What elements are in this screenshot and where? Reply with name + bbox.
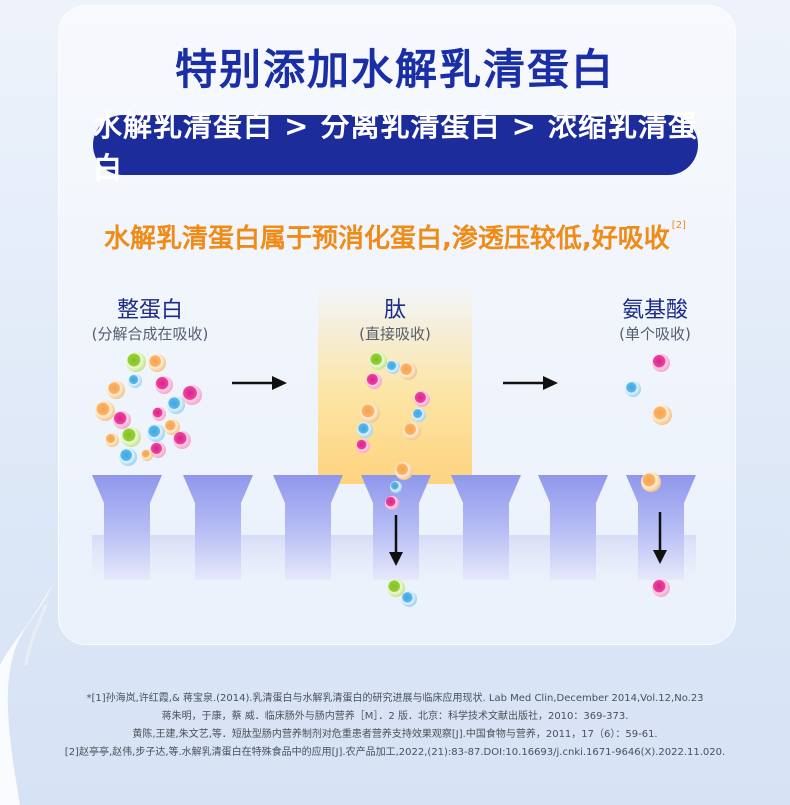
page-title: 特别添加水解乳清蛋白 [174,45,615,94]
absorption-subtitle: 水解乳清蛋白属于预消化蛋白,渗透压较低,好吸收[2] [0,218,790,255]
right-arrow-icon [503,376,558,390]
reference-line: 蒋朱明，于康，蔡 威．临床肠外与肠内营养［M］．2 版．北京：科学技术文献出版社… [161,711,629,722]
reference-line: *[1]孙海岚,许红霞,& 蒋宝泉.(2014).乳清蛋白与水解乳清蛋白的研究进… [86,693,704,704]
milk-splash-decoration [0,585,52,805]
column-sub-whole-protein: (分解合成在吸收) [91,325,209,343]
references-block: *[1]孙海岚,许红霞,& 蒋宝泉.(2014).乳清蛋白与水解乳清蛋白的研究进… [0,690,790,762]
reference-line: [2]赵亭亭,赵伟,步子达,等.水解乳清蛋白在特殊食品中的应用[J].农产品加工… [64,747,726,758]
ranking-banner: 水解乳清蛋白 > 分离乳清蛋白 > 浓缩乳清蛋白 [93,109,698,185]
down-arrow-icon [653,512,667,564]
column-label-peptide: 肽 [383,298,406,323]
column-sub-peptide: (直接吸收) [359,325,431,343]
subtitle-reference: [2] [671,220,686,231]
peptide-chains [356,352,430,607]
absorption-diagram [92,352,696,607]
column-sub-amino-acid: (单个吸收) [619,325,691,343]
column-label-amino-acid: 氨基酸 [621,298,688,323]
whole-protein-cluster [95,352,202,466]
amino-acid-particles [625,354,672,597]
subtitle-text: 水解乳清蛋白属于预消化蛋白,渗透压较低,好吸收 [104,224,670,254]
peptide-absorption-glow [318,284,472,484]
down-arrow-icon [389,515,403,566]
column-label-whole-protein: 整蛋白 [116,298,183,323]
reference-line: 黄陈,王建,朱文艺,等．短肽型肠内营养制剂对危重患者营养支持效果观察[J].中国… [132,729,658,740]
right-arrow-icon [232,376,287,390]
